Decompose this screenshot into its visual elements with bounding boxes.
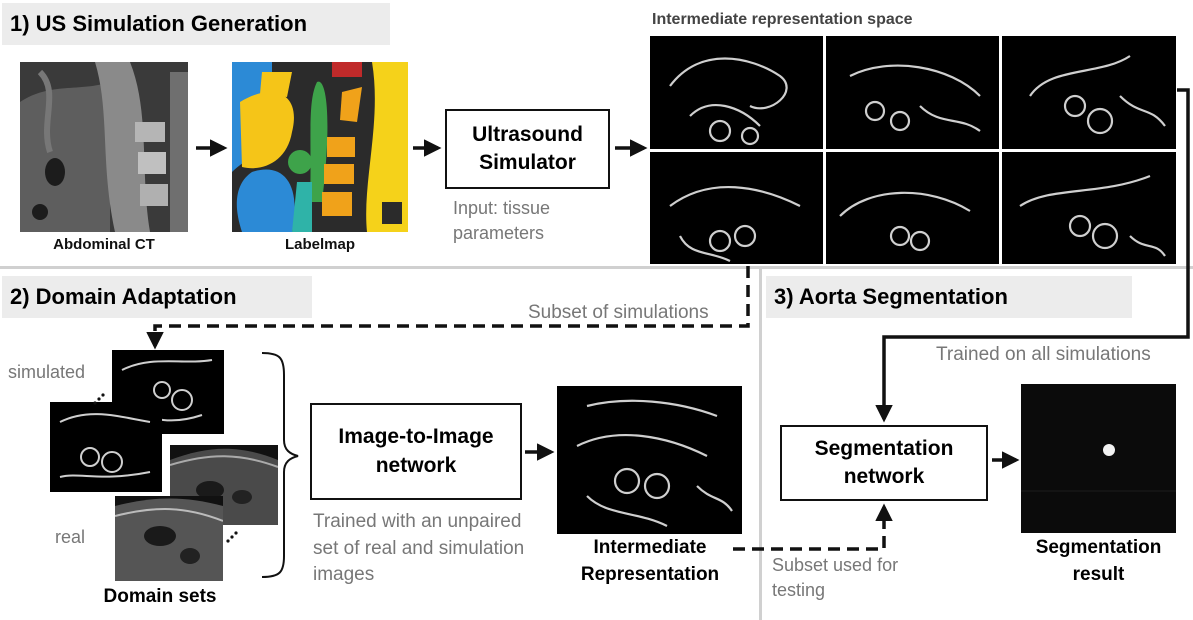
segmentation-result-image xyxy=(1021,384,1176,533)
subset-used-for-testing-label: Subset used for testing xyxy=(772,555,899,601)
real-ultrasound-image-front xyxy=(115,496,223,581)
segmentation-result-caption: Segmentation result xyxy=(1035,537,1162,585)
ultrasound-simulator-box: Ultrasound Simulator xyxy=(445,109,610,189)
abdominal-ct-image xyxy=(20,62,188,232)
section-header-aorta-segmentation: 3) Aorta Segmentation xyxy=(766,276,1132,318)
intermediate-representation-image xyxy=(557,386,742,534)
trained-on-all-simulations-label: Trained on all simulations xyxy=(936,344,1151,365)
simulated-label: simulated xyxy=(8,362,86,382)
section-divider-horizontal xyxy=(0,266,1193,269)
intermediate-representation-caption: Intermediate Representation xyxy=(580,537,720,585)
image-to-image-network-box: Image-to-Image network xyxy=(310,403,522,500)
labelmap-caption: Labelmap xyxy=(284,236,356,253)
intermediate-space-title: Intermediate representation space xyxy=(652,11,913,28)
dashed-arrow-subset-testing xyxy=(733,503,893,551)
real-label: real xyxy=(55,527,86,547)
domain-sets-brace xyxy=(261,352,299,578)
i2i-training-note: Trained with an unpaired set of real and… xyxy=(313,511,525,586)
dashed-arrow-subset-simulations xyxy=(146,266,750,350)
labelmap-image xyxy=(232,62,408,232)
section-header-simulation: 1) US Simulation Generation xyxy=(2,3,390,45)
simulator-input-note: Input: tissue parameters xyxy=(453,198,551,244)
abdominal-ct-caption: Abdominal CT xyxy=(53,236,155,253)
section-header-domain-adaptation: 2) Domain Adaptation xyxy=(2,276,312,318)
subset-of-simulations-label: Subset of simulations xyxy=(528,302,709,323)
arrow-trained-on-all xyxy=(875,88,1190,423)
section-divider-vertical xyxy=(759,268,762,620)
domain-sets-caption: Domain sets xyxy=(103,586,217,607)
intermediate-space-grid xyxy=(650,36,1176,264)
simulated-image-front xyxy=(50,402,162,492)
segmentation-network-box: Segmentation network xyxy=(780,425,988,501)
